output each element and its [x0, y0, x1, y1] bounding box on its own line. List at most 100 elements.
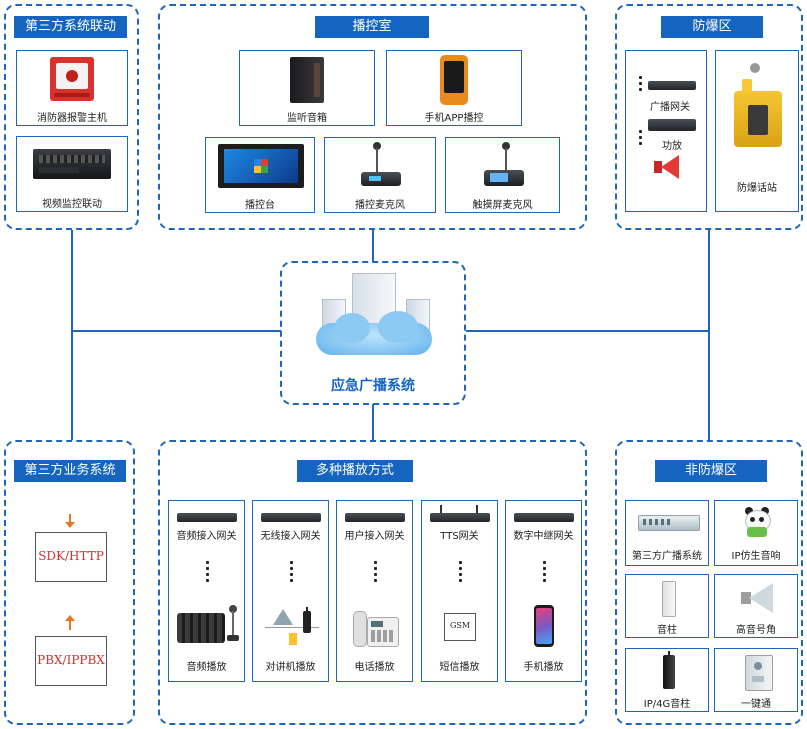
- non-explosion-group: 非防爆区 第三方广播系统 IP仿生音响 音柱 高音号角 IP/4G音柱: [615, 440, 803, 725]
- pbx-ippbx-box[interactable]: PBX/IPPBX: [35, 636, 107, 686]
- connector-top-vertical: [372, 230, 374, 262]
- antenna-icon: [440, 505, 442, 513]
- mode-label: 短信播放: [439, 662, 480, 673]
- horn-icon: [741, 583, 775, 613]
- dots: [543, 561, 547, 585]
- console-card[interactable]: 播控台: [205, 137, 315, 213]
- sms-box-icon: GSM: [444, 613, 476, 641]
- desk-phone-icon: [353, 611, 399, 647]
- one-key-card[interactable]: 一键通: [714, 648, 798, 712]
- fire-alarm-icon: [50, 57, 94, 101]
- group-title: 防爆区: [661, 16, 763, 38]
- third-party-broadcast-card[interactable]: 第三方广播系统: [625, 500, 709, 566]
- connector-right-horizontal: [466, 330, 709, 332]
- ip-column-icon: [663, 651, 675, 689]
- ip-4g-column-card[interactable]: IP/4G音柱: [625, 648, 709, 712]
- arrow-down-icon: [69, 514, 71, 524]
- mode-label: 电话播放: [354, 662, 395, 673]
- panda-speaker-icon: [743, 507, 771, 537]
- mode-label: 手机播放: [523, 662, 564, 673]
- group-title: 第三方业务系统: [14, 460, 126, 482]
- dots: [459, 561, 463, 585]
- explosion-phone-icon: [734, 63, 782, 147]
- gateway-label: 广播网关: [650, 102, 690, 113]
- gateway-icon: [177, 513, 237, 522]
- amplifier-label: 功放: [662, 141, 682, 152]
- smartphone-icon: [534, 605, 554, 647]
- group-title: 第三方系统联动: [14, 16, 127, 38]
- wireless-gateway-column[interactable]: 无线接入网关 对讲机播放: [252, 500, 329, 682]
- dots: [374, 561, 378, 585]
- horn-label: 高音号角: [736, 625, 776, 636]
- one-key-label: 一键通: [741, 699, 771, 710]
- third-party-business-group: 第三方业务系统 SDK/HTTP PBX/IPPBX: [4, 440, 135, 725]
- gateway-icon: [514, 513, 574, 522]
- gateway-label: TTS网关: [440, 531, 479, 542]
- console-label: 播控台: [245, 200, 275, 211]
- app-control-card[interactable]: 手机APP播控: [386, 50, 522, 126]
- server-cloud-icon: [316, 269, 432, 361]
- pbx-ippbx-label: PBX/IPPBX: [37, 653, 105, 667]
- connector-bottom-vertical: [372, 404, 374, 440]
- explosion-phone-label: 防爆话站: [737, 183, 777, 194]
- video-surveillance-card[interactable]: 视频监控联动: [16, 136, 128, 212]
- playback-modes-group: 多种播放方式 音频接入网关 音频播放 无线接入网关 对讲机播放 用户接入网关: [158, 440, 587, 725]
- ip-bionic-speaker-label: IP仿生音响: [731, 551, 781, 562]
- app-control-label: 手机APP播控: [424, 113, 484, 124]
- speaker-cabinet-icon: [290, 57, 324, 103]
- console-monitor-icon: [218, 144, 304, 188]
- ip-bionic-speaker-card[interactable]: IP仿生音响: [714, 500, 798, 566]
- ip-4g-column-label: IP/4G音柱: [643, 699, 691, 710]
- user-gateway-column[interactable]: 用户接入网关 电话播放: [336, 500, 413, 682]
- gateway-label: 用户接入网关: [344, 531, 405, 542]
- gateway-label: 音频接入网关: [176, 531, 237, 542]
- video-surveillance-label: 视频监控联动: [42, 199, 102, 210]
- horn-card[interactable]: 高音号角: [714, 574, 798, 638]
- gsm-text: GSM: [449, 621, 471, 630]
- touch-mic-card[interactable]: 触摸屏麦克风: [445, 137, 560, 213]
- group-title: 多种播放方式: [297, 460, 413, 482]
- sdk-http-box[interactable]: SDK/HTTP: [35, 532, 107, 582]
- column-speaker-card[interactable]: 音柱: [625, 574, 709, 638]
- group-title: 非防爆区: [655, 460, 767, 482]
- column-speaker-label: 音柱: [657, 625, 677, 636]
- mode-label: 对讲机播放: [265, 662, 316, 673]
- connector-left-horizontal: [72, 330, 281, 332]
- gateway-amplifier-card[interactable]: 广播网关 功放: [625, 50, 707, 212]
- horn-speaker-icon: [654, 155, 680, 179]
- digital-trunk-gateway-column[interactable]: 数字中继网关 手机播放: [505, 500, 582, 682]
- antenna-icon: [476, 505, 478, 513]
- gateway-icon: [345, 513, 405, 522]
- connector-left-vertical: [71, 230, 73, 440]
- fire-alarm-card[interactable]: 消防器报警主机: [16, 50, 128, 126]
- tts-gateway-column[interactable]: TTS网关 GSM 短信播放: [421, 500, 498, 682]
- column-speaker-icon: [662, 581, 676, 617]
- intercom-icon: [745, 655, 773, 691]
- rugged-phone-icon: [440, 55, 468, 105]
- nvr-icon: [33, 149, 111, 179]
- emergency-broadcast-center[interactable]: 应急广播系统: [280, 261, 466, 405]
- arrow-up-icon: [69, 620, 71, 630]
- group-title: 播控室: [315, 16, 429, 38]
- touch-mic-icon: [482, 142, 526, 190]
- control-mic-card[interactable]: 播控麦克风: [324, 137, 436, 213]
- explosion-phone-card[interactable]: 防爆话站: [715, 50, 799, 212]
- broadcast-room-group: 播控室 监听音箱 手机APP播控 播控台 播控麦克风: [158, 4, 587, 230]
- amplifier-dots: [639, 130, 643, 148]
- audio-gateway-column[interactable]: 音频接入网关 音频播放: [168, 500, 245, 682]
- broadcast-amp-icon: [638, 515, 700, 531]
- monitor-speaker-label: 监听音箱: [287, 113, 327, 124]
- monitor-speaker-card[interactable]: 监听音箱: [239, 50, 375, 126]
- amplifier-icon: [648, 119, 696, 131]
- gateway-icon: [648, 81, 696, 90]
- gateway-dots: [639, 76, 643, 94]
- gateway-label: 无线接入网关: [260, 531, 321, 542]
- walkie-talkie-icon: [265, 607, 319, 647]
- third-party-linkage-group: 第三方系统联动 消防器报警主机 视频监控联动: [4, 4, 139, 230]
- fire-alarm-label: 消防器报警主机: [37, 113, 107, 124]
- arrow-down-head-icon: [65, 522, 75, 528]
- gateway-label: 数字中继网关: [513, 531, 574, 542]
- sdk-http-label: SDK/HTTP: [38, 549, 104, 563]
- mixer-icon: [177, 605, 239, 649]
- center-title: 应急广播系统: [331, 378, 415, 394]
